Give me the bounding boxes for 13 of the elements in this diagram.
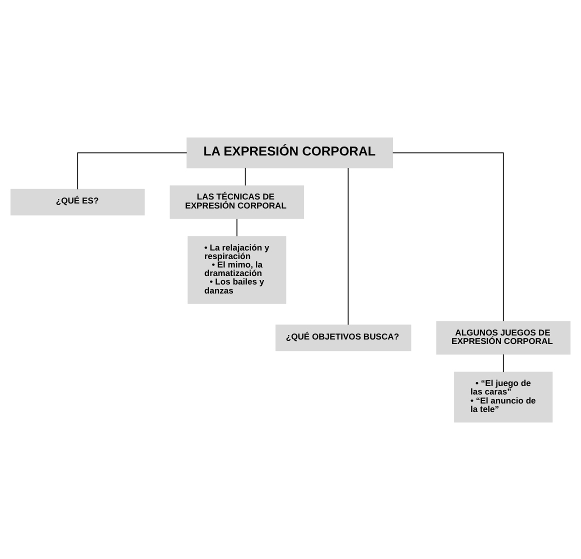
connector [77,152,188,190]
connector [502,353,504,372]
node-box: ¿QUÉ ES? [10,188,145,215]
node-box: LAS TÉCNICAS DE EXPRESIÓN CORPORAL [170,184,304,218]
connector [348,167,349,325]
node-box: • La relajación y respiración • El mimo, la dramatización • Los bailes y danzas [188,236,286,304]
node-box: ¿QUÉ OBJETIVOS BUSCA? [276,324,412,351]
connector [392,152,504,322]
node-box: • “El juego de las caras” • “El anuncio de la tele” [454,371,553,422]
node-box: ALGUNOS JUEGOS DE EXPRESIÓN CORPORAL [436,320,570,354]
node-box: LA EXPRESIÓN CORPORAL [186,137,393,168]
connector [244,166,246,186]
connector [236,218,238,236]
